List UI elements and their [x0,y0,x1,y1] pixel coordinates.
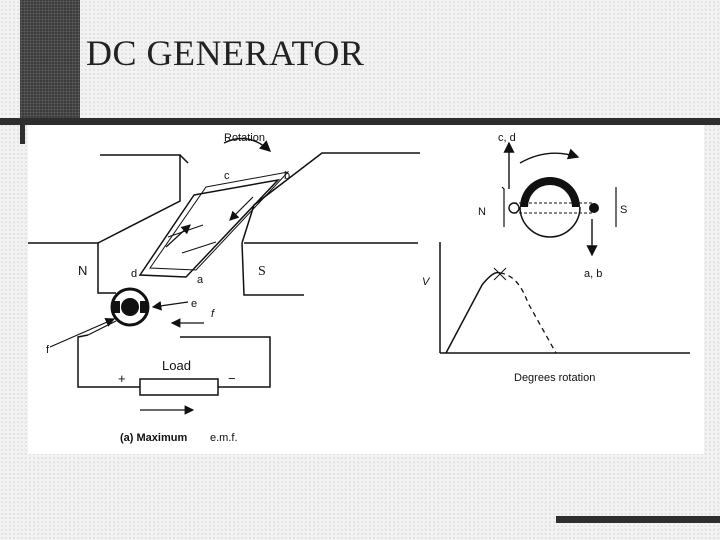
generator-diagram: Rotation c b d a N S e f f Load + − (a) … [28,132,690,444]
slide-title: DC GENERATOR [86,33,365,73]
label-v-axis: V [422,276,431,288]
label-small-n: N [478,206,486,218]
label-load: Load [162,358,191,373]
label-cd: c, d [498,132,516,144]
label-degrees-rotation: Degrees rotation [514,372,595,384]
label-rotation: Rotation [224,132,265,144]
current-arrow-cb [229,196,254,221]
arrow-e [151,301,189,311]
label-f: f [211,308,215,320]
label-b: b [284,170,290,182]
decorative-stripe [20,0,80,118]
label-north-pole: N [78,263,87,278]
horizontal-rule [0,118,720,125]
label-plus: + [118,371,126,386]
current-arrow-da [165,224,191,248]
label-minus: − [228,371,236,386]
load-circuit [77,334,271,396]
label-d: d [131,268,137,280]
label-a: a [197,274,204,286]
bottom-rule [556,516,720,523]
caption-emf: e.m.f. [210,432,238,444]
rotation-arrow [223,137,272,152]
emf-graph [439,242,690,354]
emf-curve-dashed [499,272,557,354]
caption-maximum: (a) Maximum [120,432,187,444]
label-e: e [191,298,197,310]
commutator [110,287,150,327]
label-ab: a, b [584,268,602,280]
north-pole-block [28,154,189,294]
armature-coil [138,171,290,278]
small-rotor [508,177,599,238]
south-pole-block [241,152,420,296]
peak-marker-b [493,267,507,281]
label-f-left: f [46,344,50,356]
diagram-panel: Rotation c b d a N S e f f Load + − (a) … [28,125,704,454]
vertical-rule [20,118,25,144]
small-rotation-arrow [519,148,580,164]
arrow-f-left [49,317,116,348]
label-south-pole: S [258,264,266,279]
emf-curve-solid [445,271,501,354]
label-c: c [224,170,230,182]
small-magnet-poles [501,186,617,227]
label-small-s: S [620,204,627,216]
